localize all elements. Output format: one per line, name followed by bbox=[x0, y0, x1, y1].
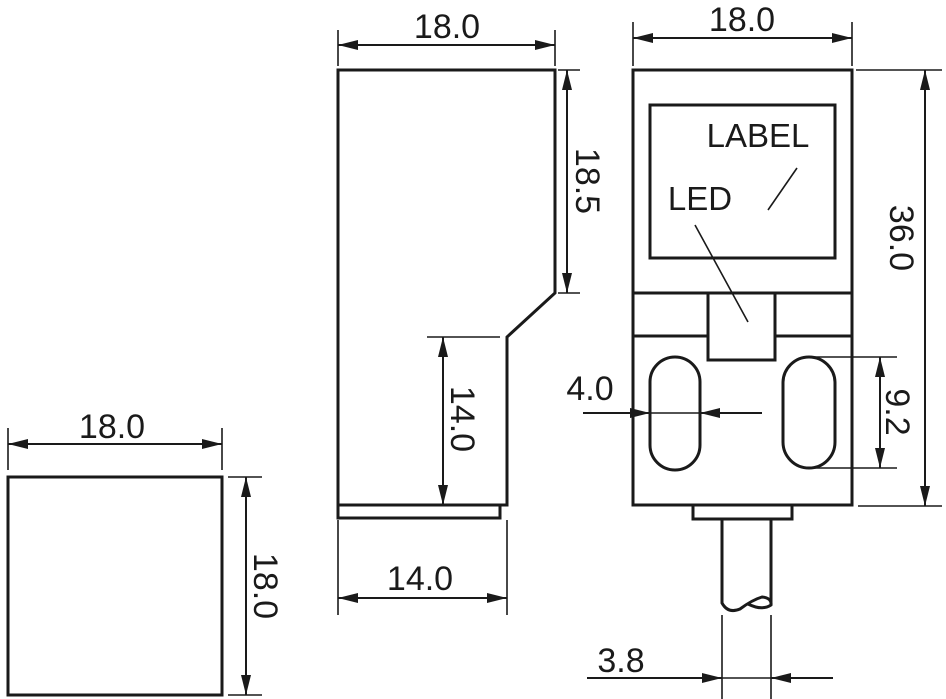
cable-diameter-label: 3.8 bbox=[597, 642, 644, 680]
lower-height-label: 14.0 bbox=[443, 386, 481, 452]
slot-width-label: 4.0 bbox=[566, 370, 613, 408]
end-view-outline bbox=[6, 475, 224, 697]
side-view: 18.0 18.5 14.0 14.0 bbox=[336, 8, 606, 615]
cable bbox=[720, 519, 773, 612]
mounting-slot-right bbox=[781, 355, 837, 470]
front-width-label: 18.0 bbox=[709, 1, 775, 39]
slot-length-label: 9.2 bbox=[878, 388, 916, 435]
side-width-label: 18.0 bbox=[414, 8, 480, 46]
cable-flange bbox=[691, 503, 794, 521]
end-view: 18.0 18.0 bbox=[6, 408, 284, 697]
end-width-label: 18.0 bbox=[79, 408, 145, 446]
end-height-label: 18.0 bbox=[246, 553, 284, 619]
label-leader-line bbox=[767, 167, 798, 211]
upper-height-label: 18.5 bbox=[568, 148, 606, 214]
label-area bbox=[648, 103, 837, 260]
led-text: LED bbox=[668, 180, 732, 217]
front-view: LABEL LED 18.0 36.0 9.2 4.0 3.8 bbox=[566, 1, 942, 699]
depth-label: 14.0 bbox=[387, 560, 453, 598]
led-leader-line bbox=[694, 224, 749, 323]
front-height-label: 36.0 bbox=[882, 205, 920, 271]
led-window bbox=[706, 291, 777, 362]
label-text: LABEL bbox=[707, 117, 810, 154]
side-flange bbox=[336, 503, 502, 520]
